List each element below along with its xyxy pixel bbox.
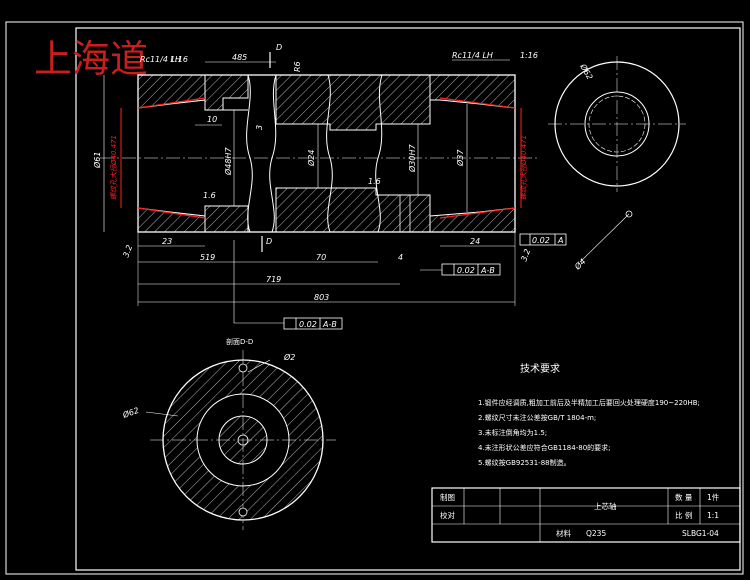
tolerance-bottom: 0.02 A-B (233, 240, 343, 330)
dim-3: 3 (255, 125, 264, 130)
dim-4: 4 (398, 253, 403, 262)
hatch-bot-mid (275, 187, 431, 233)
dim-519: 519 (200, 253, 215, 262)
dim-r6: R6 (293, 61, 302, 72)
hatch-bot-left-b (204, 205, 249, 233)
end-view: Ø62 Ø4 (548, 56, 686, 272)
hatch-top-right (429, 74, 516, 109)
tech-item-4: 4.未注形状公差应符合GB1184-80的要求; (478, 443, 611, 452)
tb-part-name: 上芯轴 (594, 501, 617, 511)
break-line-2 (269, 74, 277, 233)
section-dim-phi62: Ø62 (120, 405, 140, 420)
tb-drawn: 制图 (440, 492, 455, 502)
red-label-left: 螺纹孔大径Ø40.471 (110, 135, 118, 200)
end-dim-phi4: Ø4 (572, 256, 588, 272)
svg-text:0.02: 0.02 (299, 320, 317, 329)
hatch-top-mid (275, 74, 431, 131)
dim-phi48h7: Ø48H7 (223, 147, 233, 176)
dim-phi37: Ø37 (455, 149, 465, 167)
tb-scale-label: 比 例 (675, 510, 692, 520)
dim-803: 803 (314, 293, 329, 302)
svg-text:A-B: A-B (322, 320, 337, 329)
dim-70: 70 (316, 253, 326, 262)
section-mark-d-bottom: D (266, 237, 272, 246)
tb-material-label: 材料 (556, 528, 571, 538)
tb-scale-value: 1:1 (707, 511, 719, 520)
tech-item-5: 5.螺纹按GB92531-88制造。 (478, 458, 571, 467)
thread-left-label: Rc11/4 LH (140, 55, 181, 64)
dim-23: 23 (162, 237, 172, 246)
svg-text:A-B: A-B (480, 266, 495, 275)
tech-heading: 技术要求 (520, 362, 560, 375)
break-line-3 (326, 74, 333, 233)
dim-3-2-right: 3.2 (519, 248, 532, 263)
svg-text:A: A (557, 236, 563, 245)
red-label-right: 螺纹孔大径Ø40.471 (520, 135, 528, 200)
tolerance-right: 0.02 A (519, 233, 567, 246)
section-view: 剖面D-D Ø2 Ø62 (120, 337, 336, 530)
dim-719: 719 (266, 275, 281, 284)
hatch-top-left-b (204, 74, 249, 111)
break-line-1 (246, 74, 253, 233)
thread-red-right (439, 97, 516, 219)
thread-right-label: Rc11/4 LH (452, 51, 493, 60)
dim-24: 24 (470, 237, 480, 246)
section-title: 剖面D-D (226, 337, 253, 346)
break-line-4 (375, 74, 383, 233)
tolerance-mid: 0.02 A-B (420, 263, 501, 276)
main-outline (137, 74, 516, 233)
title-block: 制图 校对 上芯轴 数 量 1件 比 例 1:1 材料 Q235 SLBG1-0… (431, 487, 741, 543)
tech-item-3: 3.未标注倒角均为1.5; (478, 428, 547, 437)
dim-1-6-left: 1.6 (203, 191, 216, 200)
dim-485: 485 (232, 53, 247, 62)
tb-drawing-no: SLBG1-04 (682, 529, 719, 538)
thread-red-left (137, 97, 206, 219)
section-dim-phi2: Ø2 (283, 352, 295, 362)
tech-requirements: 技术要求 1.锻件应经调质,粗加工前后及半精加工后要回火处理硬度190~220H… (478, 362, 700, 467)
watermark: 上海道 (34, 37, 148, 81)
section-mark-d-top: D (276, 43, 282, 52)
dim-phi24: Ø24 (306, 150, 316, 167)
dim-phi30h7: Ø30H7 (407, 144, 417, 173)
hatch-bot-right (429, 207, 516, 233)
dim-1-6-mid: 1.6 (368, 177, 381, 186)
hatch-bot-left (137, 207, 206, 233)
thread-right-ratio: 1:16 (520, 51, 538, 60)
svg-text:0.02: 0.02 (457, 266, 475, 275)
dim-3-2-left: 3.2 (121, 244, 134, 259)
dim-phi61: Ø61 (92, 152, 102, 169)
svg-text:0.02: 0.02 (532, 236, 550, 245)
main-view: 螺纹孔大径Ø40.471 螺纹孔大径Ø40.471 Ø61 485 Rc11/4… (92, 43, 567, 330)
tech-item-2: 2.螺纹尺寸未注公差按GB/T 1804-m; (478, 413, 596, 422)
thread-left-ratio: 1:16 (170, 55, 188, 64)
tb-material-value: Q235 (586, 529, 606, 538)
tb-checked: 校对 (440, 510, 455, 520)
inner-frame (75, 27, 741, 571)
tb-qty-value: 1件 (707, 492, 720, 502)
outer-frame (5, 21, 744, 575)
tech-item-1: 1.锻件应经调质,粗加工前后及半精加工后要回火处理硬度190~220HB; (478, 398, 700, 407)
end-dim-phi62: Ø62 (578, 61, 595, 81)
tb-qty-label: 数 量 (675, 492, 693, 502)
dim-10: 10 (207, 115, 217, 124)
